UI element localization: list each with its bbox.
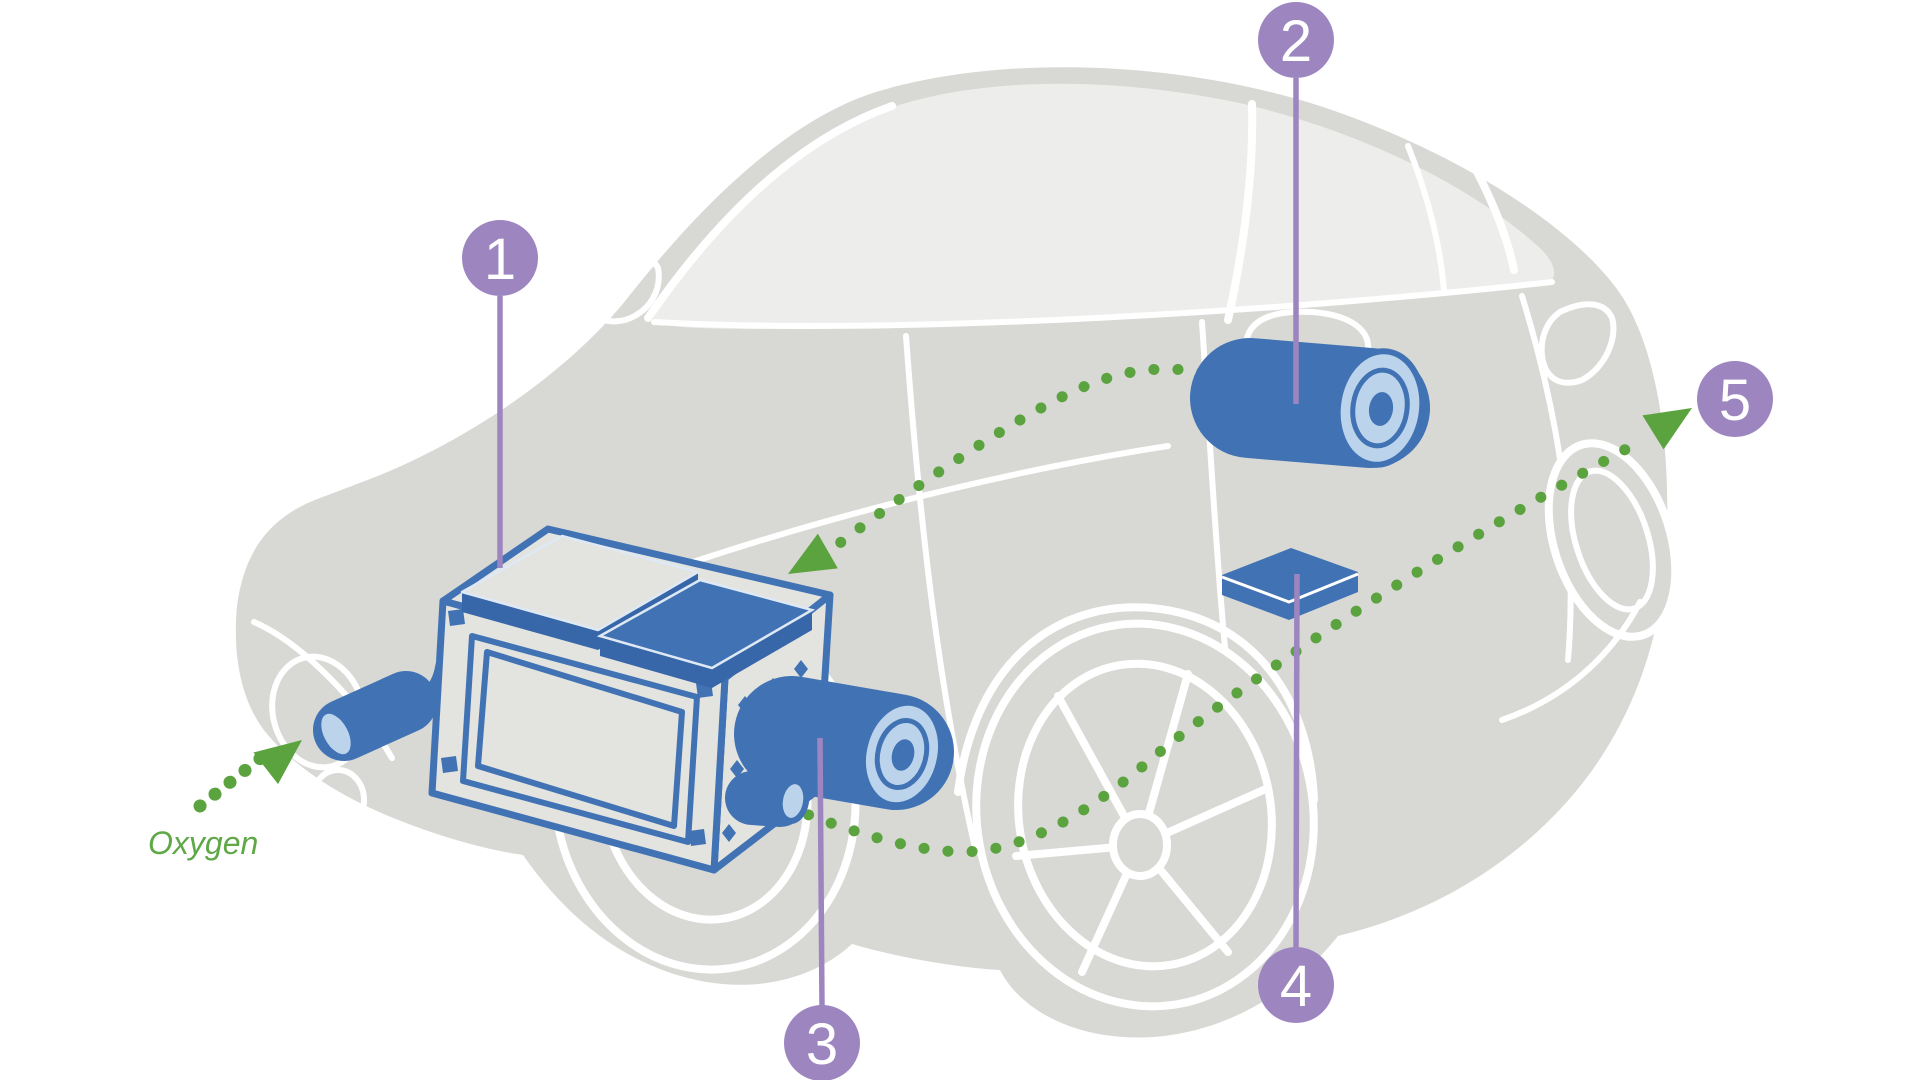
callout-1-number: 1	[484, 227, 516, 292]
flow-paths	[193, 363, 1692, 858]
air-intake-body	[313, 671, 437, 761]
car-glasshouse	[650, 83, 1555, 330]
callout-2-circle	[1258, 2, 1334, 78]
rear-wheel-hub	[1109, 810, 1171, 880]
motor-aux-body	[725, 771, 807, 827]
power-control-unit	[1221, 548, 1359, 620]
callout-4-number: 4	[1280, 954, 1312, 1019]
rear-wheel	[972, 619, 1318, 1011]
electric-flow-arrowhead	[1642, 408, 1692, 450]
hydrogen-flow-arrowhead	[788, 533, 838, 574]
callout-2-hydrogen-tank: 2	[1258, 2, 1334, 78]
callout-line-4	[1293, 573, 1300, 948]
callout-5-electric-output: 5	[1697, 361, 1773, 437]
stack-plate1-top	[460, 534, 700, 632]
callout-1-circle	[462, 220, 538, 296]
stack-front-panel	[475, 649, 685, 829]
oxygen-flow-dots	[193, 750, 269, 813]
callout-5-number: 5	[1719, 368, 1751, 433]
beltline	[651, 279, 1555, 329]
hydrogen-flow-dots	[830, 363, 1208, 552]
pcu-body	[1222, 548, 1358, 620]
callout-4-circle	[1258, 947, 1334, 1023]
stack-front-frame-outer	[460, 633, 700, 845]
motor-shaft	[891, 739, 915, 771]
far-rear-wheel-tire	[1544, 439, 1680, 641]
callout-1-fuel-cell-stack: 1	[462, 220, 538, 296]
motor-cap-ring	[874, 718, 930, 790]
stack-plate2-side	[600, 610, 812, 688]
callout-4-power-control-unit: 4	[1258, 947, 1334, 1023]
mirror	[578, 248, 662, 325]
hydrogen-tank	[1190, 338, 1430, 468]
motor-aux-cap	[776, 778, 810, 824]
rear-bumper-line	[1499, 599, 1643, 723]
stack-plate2-top	[596, 578, 816, 670]
air-intake-cap	[315, 707, 357, 761]
fog-light-ring	[309, 767, 367, 833]
callout-3-number: 3	[806, 1012, 838, 1077]
callout-3-circle	[784, 1005, 860, 1080]
car-illustration	[235, 67, 1680, 1038]
pcu-top-seam	[1221, 572, 1359, 604]
d-pillar-line	[1470, 162, 1518, 274]
oxygen-label: Oxygen	[148, 825, 258, 861]
electric-motor	[725, 676, 954, 827]
c-pillar-line	[1405, 143, 1447, 293]
callout-line-3	[817, 737, 825, 1008]
callout-3-electric-motor: 3	[784, 1005, 860, 1080]
callout-5-circle	[1697, 361, 1773, 437]
a-pillar-line	[644, 102, 896, 322]
callouts: 1 2 3 4 5	[462, 2, 1773, 1080]
callout-lines	[497, 78, 1300, 1008]
tail-light	[1538, 301, 1617, 386]
oxygen-flow-arrowhead	[253, 740, 302, 785]
b-pillar-line	[1224, 100, 1257, 324]
headrest-line	[1243, 308, 1372, 353]
tank-cap-ring	[1350, 367, 1410, 449]
rear-wheel-spokes	[1012, 670, 1272, 976]
components	[313, 338, 1430, 874]
callout-2-number: 2	[1280, 9, 1312, 74]
tank-valve	[1368, 392, 1394, 426]
